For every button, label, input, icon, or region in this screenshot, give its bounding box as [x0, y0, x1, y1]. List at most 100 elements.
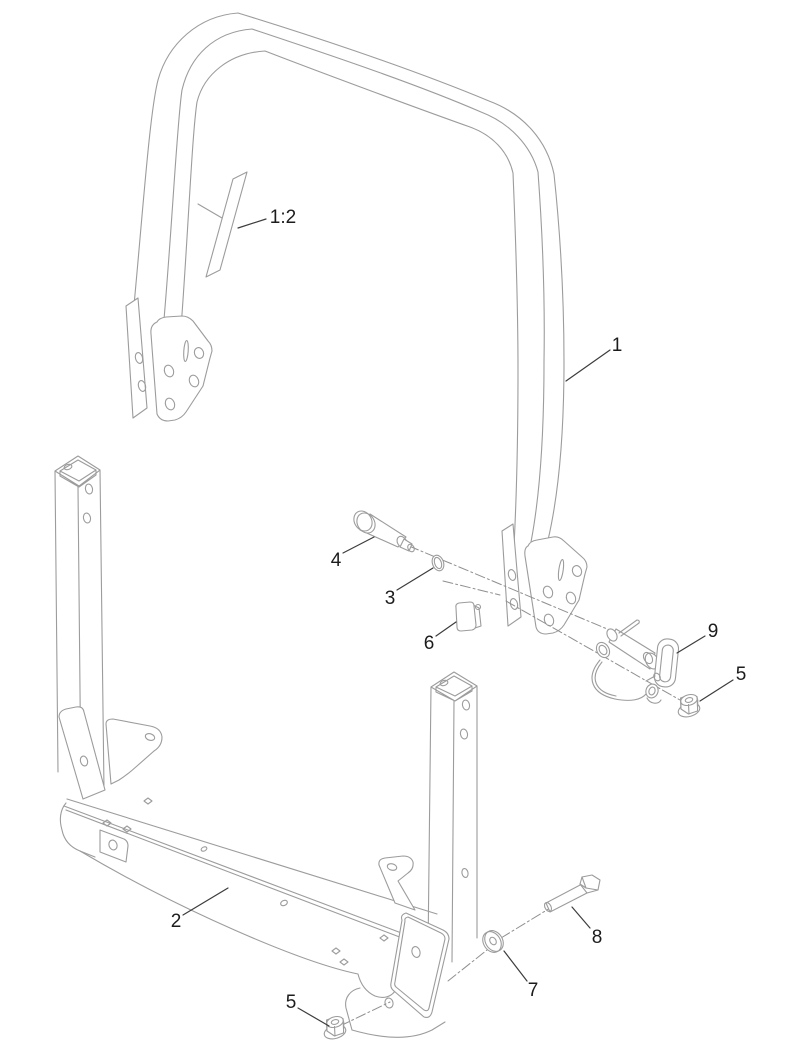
ring-inner	[433, 556, 443, 570]
callouts: 1:2 1 2 3 4 5 5 6	[171, 207, 747, 1027]
left-gusset-hole	[144, 733, 156, 741]
right-post-top-hole	[439, 679, 449, 687]
assembly-center-lines	[339, 545, 681, 1027]
bottom-clip-pin	[653, 672, 661, 682]
bracket-bottom-edges	[345, 987, 446, 1038]
bolt-tip	[543, 901, 553, 913]
base-rail	[59, 797, 438, 998]
left-plate-outline	[150, 315, 213, 422]
callout-4-label: 4	[331, 550, 342, 571]
pin-head-face	[353, 510, 373, 532]
callout-5-upper-leader	[699, 679, 734, 702]
hoop-middle-edge	[162, 28, 545, 543]
left-plate-hole	[163, 364, 175, 378]
right-plate-hole	[571, 565, 583, 577]
callout-5-lower-label: 5	[286, 992, 297, 1013]
callout-8-leader	[571, 906, 591, 929]
hairpin-coil-inner	[598, 644, 608, 656]
pin-tip	[407, 543, 415, 553]
rail-square-holes	[102, 797, 389, 966]
centerline-knob-axis	[442, 580, 501, 596]
callout-1-label: 1	[612, 335, 623, 356]
square-hole	[339, 958, 349, 966]
callout-1-leader	[565, 349, 611, 382]
roll-bar-hoop-part1	[130, 12, 565, 547]
rail-hole	[280, 899, 288, 907]
callout-4: 4	[331, 536, 375, 571]
callout-7-label: 7	[528, 980, 539, 1001]
callout-5-lower: 5	[286, 992, 330, 1027]
bracket-plate-inner	[394, 916, 446, 1012]
latch-pin-left-end	[606, 628, 618, 642]
centerline-lower-nut-axis	[339, 1001, 391, 1027]
left-plate-back-hole	[137, 380, 147, 392]
bottom-clip-coil	[645, 683, 659, 699]
square-hole	[122, 825, 132, 833]
bracket-plate-outer	[390, 912, 450, 1018]
centerline-nut-axis	[505, 600, 681, 701]
bolt-shaft	[545, 883, 588, 913]
right-post	[427, 671, 478, 963]
callout-2-label: 2	[171, 911, 182, 932]
callout-6-label: 6	[424, 633, 435, 654]
callout-8-label: 8	[592, 927, 603, 948]
rail-lower-left-bracket-hole	[108, 839, 118, 851]
knob-part6	[455, 601, 482, 632]
rail-left-end	[59, 802, 96, 858]
mount-frame-part2	[54, 455, 478, 1038]
latch-pin-part9	[591, 619, 680, 704]
left-plate-slot	[183, 339, 189, 363]
callout-5-upper-label: 5	[736, 664, 747, 685]
left-strap-bracket-hole	[79, 755, 89, 767]
left-post	[54, 455, 105, 793]
decal-strip	[197, 171, 248, 278]
right-post-hole	[459, 728, 469, 740]
callout-6: 6	[424, 621, 457, 654]
lanyard-wire	[591, 659, 647, 701]
callout-scale: 1:2	[237, 207, 296, 229]
d-ring-outer	[653, 638, 680, 688]
callout-1: 1	[565, 335, 623, 382]
callout-2: 2	[171, 887, 229, 932]
right-gusset	[378, 855, 416, 911]
clevis-pin-part4	[353, 510, 415, 553]
callout-7-leader	[503, 950, 528, 982]
knob-peg	[474, 603, 482, 611]
right-plate-hole	[565, 591, 577, 605]
right-plate-slot	[557, 559, 565, 581]
left-plate-back-hole	[134, 352, 144, 364]
washer-outer-edge	[482, 931, 502, 953]
callout-9: 9	[676, 621, 719, 654]
bracket-plate-hole	[411, 946, 421, 958]
callout-9-label: 9	[708, 621, 719, 642]
callout-5-lower-leader	[297, 1007, 330, 1027]
washer-part7	[482, 930, 504, 953]
right-plate-back-hole	[509, 598, 519, 610]
right-plate-back	[501, 523, 522, 627]
right-post-hole	[461, 699, 471, 711]
left-mount-plate	[125, 297, 213, 422]
right-plate-back-hole	[507, 569, 517, 581]
left-plate-hole	[188, 374, 200, 388]
square-hole	[102, 819, 112, 827]
right-post-top-opening	[430, 671, 478, 702]
rail-back-edge	[66, 798, 438, 915]
callout-scale-leader	[237, 218, 267, 229]
decal-crease-line	[197, 203, 223, 219]
callout-5-upper: 5	[699, 664, 747, 702]
left-gusset	[105, 718, 163, 785]
bolt-head-facets	[579, 876, 599, 891]
left-plate-back	[125, 297, 148, 419]
left-post-top-hole	[63, 463, 73, 471]
right-gusset-hole	[386, 863, 398, 871]
callout-scale-label: 1:2	[270, 207, 296, 228]
d-ring-inner	[659, 644, 674, 683]
rail-flange-bottom	[79, 850, 398, 998]
right-post-hole	[461, 868, 469, 878]
flange-nut-part5-upper	[676, 692, 702, 720]
flange-nut-part5-lower	[322, 1014, 348, 1042]
knob-face	[455, 601, 477, 632]
rail-hole	[200, 846, 208, 852]
